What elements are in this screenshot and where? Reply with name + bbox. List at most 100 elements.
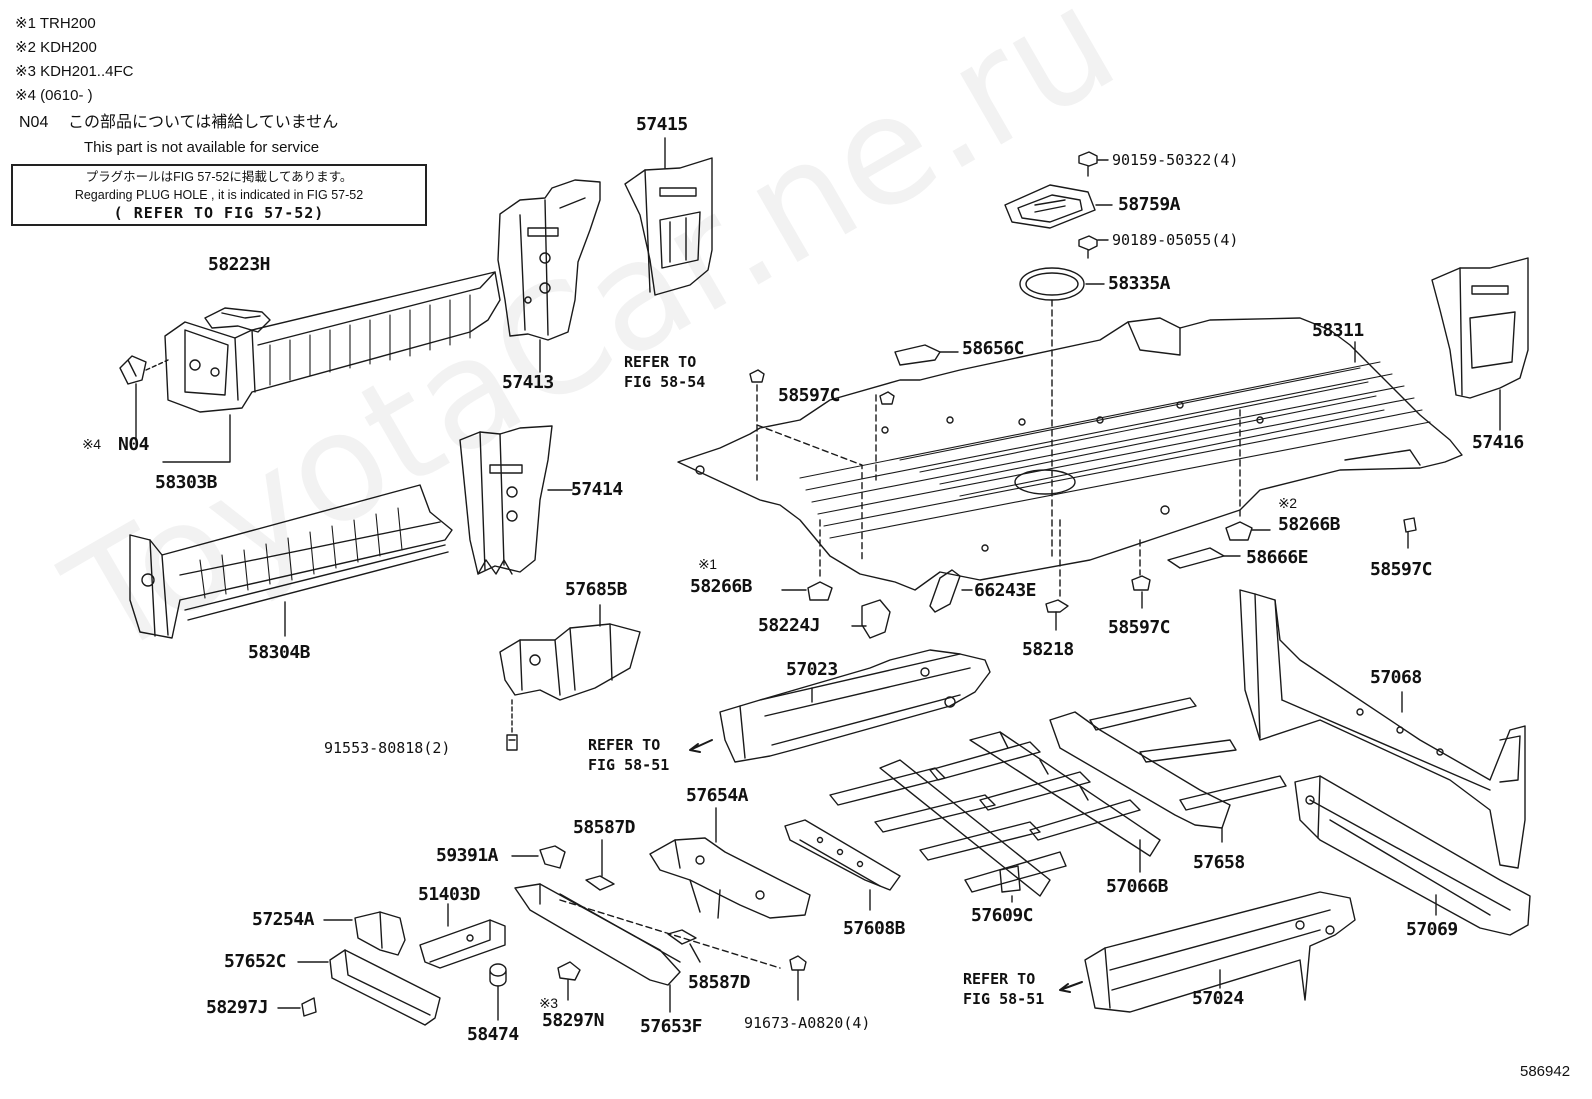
part-58474 (489, 963, 507, 987)
label-57068: 57068 (1370, 667, 1422, 688)
part-58666E (1167, 547, 1225, 569)
label-58587D-1: 58587D (573, 817, 636, 838)
label-58297N: 58297N (542, 1010, 605, 1031)
part-58223H (204, 307, 271, 333)
label-51403D: 51403D (418, 884, 481, 905)
clip-58597C-3 (1131, 575, 1151, 591)
note-2: ※2 KDH200 (15, 39, 97, 56)
part-57414 (459, 425, 553, 575)
part-57069 (1294, 775, 1531, 936)
part-57068 (1239, 589, 1526, 869)
label-57024: 57024 (1192, 988, 1244, 1009)
part-57023 (719, 649, 991, 763)
label-58335A: 58335A (1108, 273, 1171, 294)
label-57069: 57069 (1406, 919, 1458, 940)
mark-1: ※1 (698, 556, 717, 572)
part-57254A (354, 911, 406, 956)
n04-jp-text: この部品については補給していません (68, 114, 339, 131)
label-58597C-3: 58597C (1108, 617, 1171, 638)
part-58335A (1019, 267, 1085, 301)
refer-fig5851b-l1: REFER TO (963, 970, 1036, 988)
refer-fig5854-l1: REFER TO (624, 353, 697, 371)
refer-box: プラグホールはFIG 57-52に掲載してあります。 Regarding PLU… (11, 164, 427, 226)
label-58666E: 58666E (1246, 547, 1309, 568)
label-90159: 90159-50322(4) (1112, 151, 1239, 169)
clip-58597C-2 (1403, 517, 1417, 533)
part-57066B (929, 731, 1161, 857)
label-58303B: 58303B (155, 472, 218, 493)
refer-fig5851b-l2: FIG 58-51 (963, 990, 1045, 1008)
part-51403D (419, 919, 506, 969)
refer-fig5851a-l2: FIG 58-51 (588, 756, 670, 774)
label-58311: 58311 (1312, 320, 1364, 341)
label-57653F: 57653F (640, 1016, 703, 1037)
bolt-90159 (1078, 151, 1098, 177)
label-58297J: 58297J (206, 997, 269, 1018)
label-57415: 57415 (636, 114, 688, 135)
label-57658: 57658 (1193, 852, 1245, 873)
label-57414: 57414 (571, 479, 623, 500)
part-58303B (164, 271, 501, 413)
label-57416: 57416 (1472, 432, 1524, 453)
part-66243E (929, 569, 961, 613)
bolt-90189 (1078, 235, 1098, 259)
label-57413: 57413 (502, 372, 554, 393)
part-58759A (1004, 184, 1096, 229)
mark-3: ※3 (539, 995, 558, 1011)
label-58266B-2: 58266B (1278, 514, 1341, 535)
label-58759A: 58759A (1118, 194, 1181, 215)
n04-en-text: This part is not available for service (84, 139, 320, 156)
part-59391A (539, 845, 566, 869)
label-58304B: 58304B (248, 642, 311, 663)
part-57416 (1431, 257, 1529, 399)
arrow-refer-fig5851b (1059, 981, 1083, 993)
label-66243E: 66243E (974, 580, 1037, 601)
part-58311 (677, 317, 1463, 591)
part-57609C (829, 759, 1067, 897)
figure-number: 586942 (1520, 1063, 1571, 1080)
part-58297N (557, 961, 581, 981)
refer-fig5851a-l1: REFER TO (588, 736, 661, 754)
label-57066B: 57066B (1106, 876, 1169, 897)
arrow-refer-fig5851a (689, 739, 713, 753)
note-4: ※4 (0610- ) (15, 87, 93, 104)
mark-4: ※4 (82, 436, 101, 452)
note-3: ※3 KDH201..4FC (15, 63, 134, 80)
label-57254A: 57254A (252, 909, 315, 930)
part-57608B (784, 819, 901, 891)
part-58587D-2 (667, 929, 697, 945)
part-N04-clip (119, 355, 147, 385)
n04-code: N04 (19, 114, 49, 131)
bolt-91553 (506, 734, 518, 751)
label-58597C-2: 58597C (1370, 559, 1433, 580)
label-58218: 58218 (1022, 639, 1074, 660)
part-57685B (499, 623, 641, 701)
part-57658 (1049, 697, 1287, 829)
refer-fig5854-l2: FIG 58-54 (624, 373, 706, 391)
label-59391A: 59391A (436, 845, 499, 866)
part-58218 (1045, 599, 1069, 613)
label-90189: 90189-05055(4) (1112, 231, 1239, 249)
label-57654A: 57654A (686, 785, 749, 806)
label-57685B: 57685B (565, 579, 628, 600)
bolt-91673 (789, 955, 807, 1001)
label-58474: 58474 (467, 1024, 519, 1045)
clip-58597C-1 (879, 391, 895, 405)
clip-58266B-1 (807, 581, 833, 601)
label-58266B-1: 58266B (690, 576, 753, 597)
refer-box-line3: ( REFER TO FIG 57-52) (113, 204, 325, 222)
label-N04: N04 (118, 434, 150, 455)
label-57609C: 57609C (971, 905, 1034, 926)
label-58224J: 58224J (758, 615, 821, 636)
note-1: ※1 TRH200 (15, 15, 96, 32)
label-57608B: 57608B (843, 918, 906, 939)
label-58223H: 58223H (208, 254, 271, 275)
part-57024 (1084, 891, 1356, 1013)
label-91673: 91673-A0820(4) (744, 1014, 871, 1032)
label-91553: 91553-80818(2) (324, 739, 451, 757)
label-58597C-1: 58597C (778, 385, 841, 406)
part-57652C (329, 949, 441, 1026)
mark-2: ※2 (1278, 495, 1297, 511)
part-58297J (301, 997, 317, 1017)
